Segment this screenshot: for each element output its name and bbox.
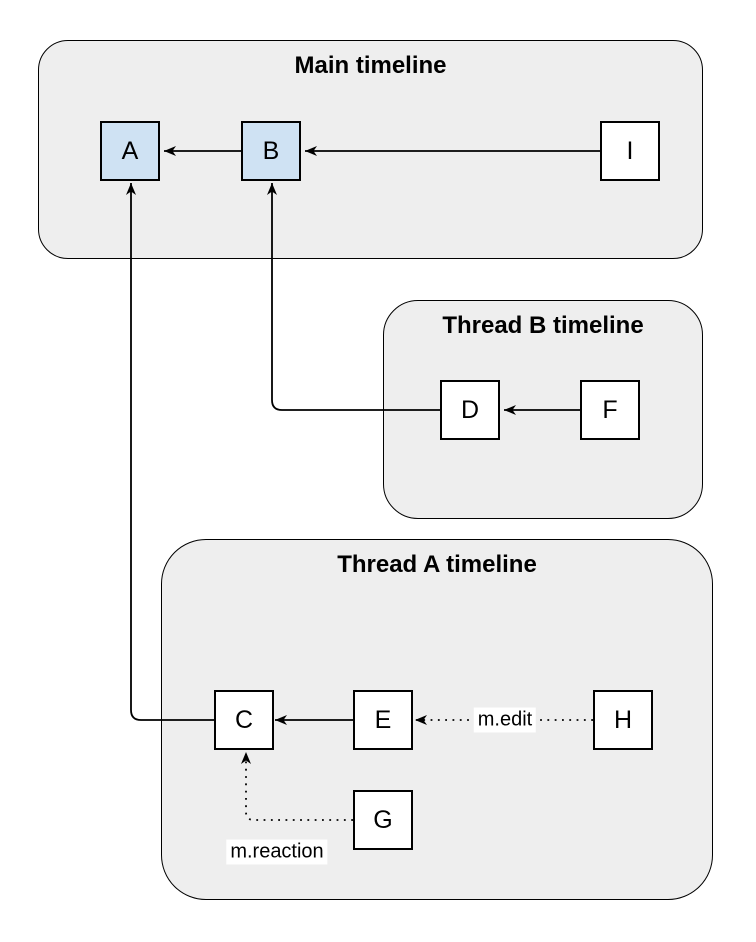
node-h-label: H <box>613 705 633 734</box>
node-a: A <box>100 121 160 181</box>
node-e: E <box>353 690 413 750</box>
thread-b-timeline-title: Thread B timeline <box>442 312 644 339</box>
node-f: F <box>580 380 640 440</box>
node-h: H <box>593 690 653 750</box>
node-g-label: G <box>373 805 393 834</box>
node-d-label: D <box>460 395 480 424</box>
node-b: B <box>241 121 301 181</box>
node-f-label: F <box>602 395 618 424</box>
node-e-label: E <box>374 705 392 734</box>
node-d: D <box>440 380 500 440</box>
edge-label-m-edit: m.edit <box>473 707 537 733</box>
main-timeline-title: Main timeline <box>294 52 447 79</box>
node-i: I <box>600 121 660 181</box>
thread-a-timeline-title: Thread A timeline <box>337 551 537 578</box>
node-c-label: C <box>234 705 254 734</box>
node-i-label: I <box>626 136 634 165</box>
container-thread-b-timeline: Thread B timeline <box>383 300 703 519</box>
node-c: C <box>214 690 274 750</box>
node-g: G <box>353 790 413 850</box>
edge-label-m-reaction: m.reaction <box>226 839 328 865</box>
node-a-label: A <box>121 136 139 165</box>
node-b-label: B <box>262 136 280 165</box>
